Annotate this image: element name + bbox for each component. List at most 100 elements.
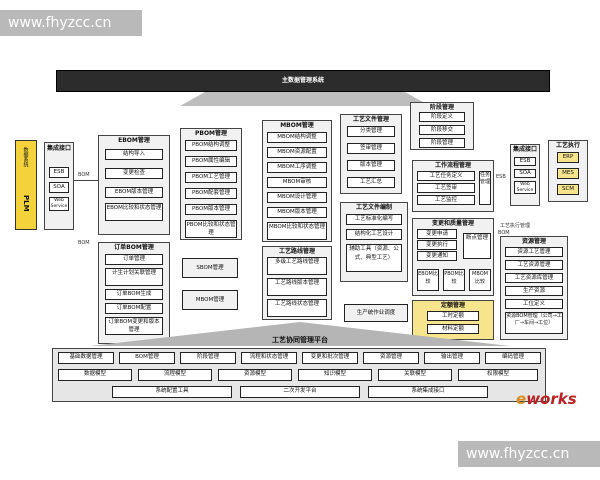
pbom-item: PBOM工艺管理 xyxy=(185,172,237,183)
webservice-box-left: Web Service xyxy=(49,197,69,211)
order-bom-item: 订单BOM生成 xyxy=(105,289,163,300)
resource-panel: 资源管理 资源工艺管理 工艺资源管理 工艺资源库管理 生产资源 工位定义 资源B… xyxy=(500,236,568,340)
watermark-top: www.fhyzcc.cn xyxy=(0,10,142,36)
platform-r1: 流程和状态管理 xyxy=(241,352,297,364)
platform-r1: 编码管理 xyxy=(485,352,541,364)
order-bom-panel: 订单BOM管理 订单管理 计生计划关联管理 订单BOM生成 订单BOM配置 订单… xyxy=(98,242,170,344)
mbom-title: MBOM管理 xyxy=(280,122,314,129)
resource-item: 工艺资源库管理 xyxy=(505,273,563,283)
edge-label-esb: ESB xyxy=(496,174,506,180)
master-data-bar: 主数据管理系统 xyxy=(56,70,550,92)
erp-box: ERP xyxy=(557,152,579,163)
platform-r1: 资源管理 xyxy=(363,352,419,364)
ebom-panel: EBOM管理 结构导入 变更检查 EBOM版本管理 EBOM比较和状态管理 xyxy=(98,135,170,235)
plm-strip: 数据系统 PLM xyxy=(15,140,37,230)
doc-edit-item: 结构化工艺设计 xyxy=(346,229,402,240)
logo-works: works xyxy=(526,390,577,408)
pbom-item: PBOM属性编辑 xyxy=(185,156,237,167)
integration-right-title: 集成接口 xyxy=(512,146,537,153)
mbom-item: MBOM设计管理 xyxy=(267,192,327,203)
resource-item: 资源工艺管理 xyxy=(505,247,563,257)
stage-panel: 阶段管理 阶段定义 阶段移交 阶段管理 xyxy=(410,102,474,150)
platform-r2: 权限模型 xyxy=(458,369,538,381)
integration-right: 集成接口 ESB SOA Web Service xyxy=(510,144,540,206)
doc-mgmt-item: 版本管理 xyxy=(347,160,395,171)
resource-item: 资源BOM管理（公司→工厂→车间→工位） xyxy=(505,312,563,334)
platform-r1: 输出管理 xyxy=(424,352,480,364)
doc-mgmt-title: 工艺文件管理 xyxy=(352,116,389,123)
ebom-item: EBOM比较和状态管理 xyxy=(105,203,163,221)
route-item: 多级工艺路线管理 xyxy=(267,257,327,275)
change-item: 变更执行 xyxy=(417,240,457,250)
change-side: 断点管理 xyxy=(463,233,491,259)
compare-box: EBOM比较 xyxy=(417,269,439,291)
mbom-item: MBOM比较和状态管理 xyxy=(267,222,327,240)
pbom-title: PBOM管理 xyxy=(194,130,228,137)
order-bom-item: 订单管理 xyxy=(105,254,163,265)
quota-title: 定额管理 xyxy=(440,302,465,309)
mbom-item: MBOM工序调整 xyxy=(267,162,327,173)
pbom-item: PBOM配套管理 xyxy=(185,188,237,199)
mbom-item: MBOM审核 xyxy=(267,177,327,188)
resource-item: 工艺资源管理 xyxy=(505,260,563,270)
quota-item: 材料定额 xyxy=(427,324,479,334)
platform-r1: 基础数据管理 xyxy=(58,352,114,364)
doc-mgmt-item: 分类管理 xyxy=(347,126,395,137)
change-panel: 变更和质量管理 变更申请 变更执行 变更通知 断点管理 EBOM比较 PBOM比… xyxy=(412,218,494,296)
workflow-title: 工作流程管理 xyxy=(434,162,471,169)
doc-edit-item: 工艺标准化编写 xyxy=(346,214,402,225)
platform-r3: 二次开发平台 xyxy=(240,386,360,398)
pbom-item: PBOM比较和状态管理 xyxy=(185,220,237,238)
workflow-item: 工艺监控 xyxy=(417,195,475,205)
platform-r1: 阶段管理 xyxy=(180,352,236,364)
change-title: 变更和质量管理 xyxy=(431,220,474,227)
edge-label-tool-right: 工艺执行管理 xyxy=(500,223,531,229)
esb-box-right: ESB xyxy=(514,157,536,166)
integration-left: 集成接口 ESB SOA Web Service xyxy=(44,142,74,230)
order-bom-item: 订单BOM配置 xyxy=(105,303,163,314)
doc-mgmt-item: 工艺汇总 xyxy=(347,177,395,188)
platform-r3: 系统配置工具 xyxy=(112,386,232,398)
sbom-box: SBOM管理 xyxy=(182,258,238,278)
edge-label-bom-right: BOM xyxy=(498,230,510,236)
workflow-side: 任务管理 xyxy=(479,171,491,205)
platform-r2: 资源模型 xyxy=(218,369,292,381)
change-item: 变更通知 xyxy=(417,251,457,261)
platform-r1: 变更和批次管理 xyxy=(302,352,358,364)
platform-r2: 知识模型 xyxy=(298,369,372,381)
pbom-panel: PBOM管理 PBOM结构调整 PBOM属性编辑 PBOM工艺管理 PBOM配套… xyxy=(180,128,242,240)
logo-e: e xyxy=(516,390,527,408)
doc-edit-panel: 工艺文件编制 工艺标准化编写 结构化工艺设计 辅助工具（资源、公式、典型工艺） xyxy=(340,202,408,282)
compare-box: MBOM比较 xyxy=(469,269,491,291)
mbom-item: MBOM结构调整 xyxy=(267,132,327,143)
edge-label-bom-bottom: BOM xyxy=(78,240,90,246)
mbom-item: MBOM版本管理 xyxy=(267,207,327,218)
route-title: 工艺路线管理 xyxy=(278,248,315,255)
plm-strip-bottom: PLM xyxy=(22,195,30,212)
pbom-item: PBOM结构调整 xyxy=(185,140,237,151)
resource-item: 生产资源 xyxy=(505,286,563,296)
platform-r3: 系统集成接口 xyxy=(368,386,488,398)
eworks-logo: eworks xyxy=(516,390,577,408)
platform-r2: 数据模型 xyxy=(58,369,132,381)
quota-panel: 定额管理 工时定额 材料定额 xyxy=(412,300,494,340)
ebom-item: EBOM版本管理 xyxy=(105,187,163,198)
plm-strip-top: 数据系统 xyxy=(22,147,29,167)
order-bom-item: 计生计划关联管理 xyxy=(105,268,163,286)
platform-title: 工艺协同管理平台 xyxy=(272,336,328,344)
pbom-item: PBOM版本管理 xyxy=(185,204,237,215)
connector-line xyxy=(74,180,98,181)
change-item: 变更申请 xyxy=(417,229,457,239)
production-box: 生产统作业调度 xyxy=(344,304,408,322)
webservice-box-right: Web Service xyxy=(514,181,536,194)
mbom-small-box: MBOM管理 xyxy=(182,290,238,310)
resource-item: 工位定义 xyxy=(505,299,563,309)
platform-r2: 流程模型 xyxy=(138,369,212,381)
doc-edit-item: 辅助工具（资源、公式、典型工艺） xyxy=(346,244,402,272)
ebom-item: 结构导入 xyxy=(105,149,163,160)
exec-panel: 工艺执行 ERP MES SCM xyxy=(548,140,588,202)
stage-item: 阶段定义 xyxy=(419,112,465,122)
edge-label-bom-top: BOM xyxy=(78,172,90,178)
workflow-panel: 工作流程管理 工艺任务定义 工艺签审 工艺监控 任务管理 xyxy=(412,160,494,212)
ebom-item: 变更检查 xyxy=(105,168,163,179)
